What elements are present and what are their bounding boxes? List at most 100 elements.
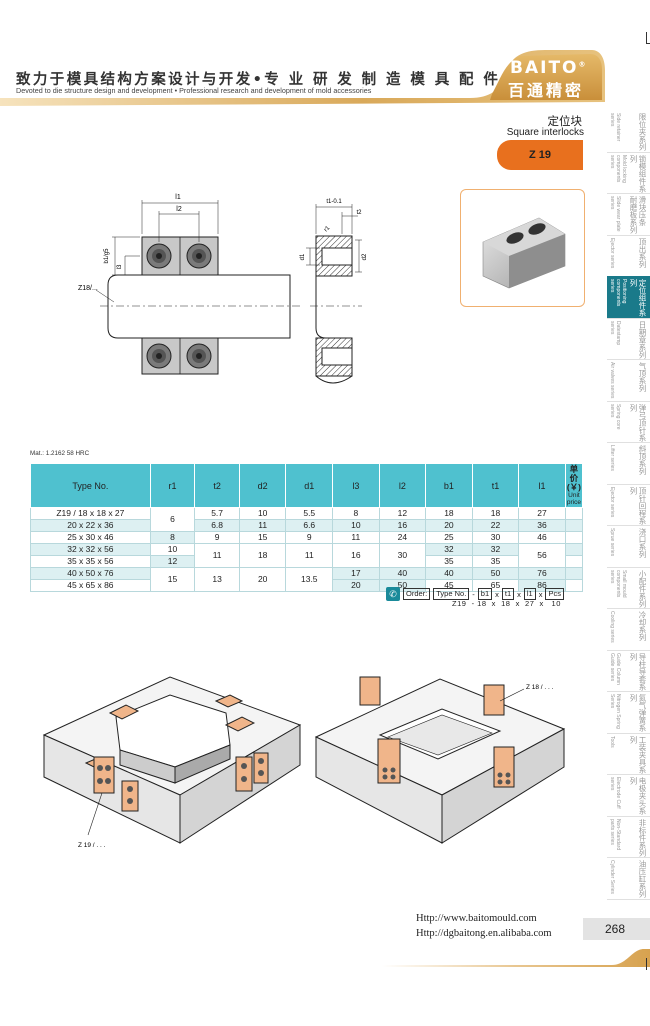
logo-cn: 百通精密 [508,81,585,100]
col-l2: l2 [378,463,427,508]
side-nav-label-en: Ejector series [609,237,615,268]
table-row: 25 x 30 x 46 8 9 15 9 11 24 25 30 46 [30,531,584,544]
dim-l3: l3 [117,264,123,269]
order-t1: t1 [501,588,515,600]
col-b1: b1 [425,463,473,508]
order-b1: b1 [477,588,493,600]
label-z18: Z18/... [78,285,98,292]
order-pcs: Pcs [545,588,564,600]
side-nav-label-en: Ejector series [609,486,615,517]
order-format: ✆ Order: Type No. - b1 x t1 x l1 x Pcs [386,587,564,601]
side-nav-item[interactable]: 冷却系列 Cooling series [607,608,650,651]
side-nav-label-cn: 冷却系列 [638,611,647,641]
assembly-illustrations: Z 19 / . . . Z 18 / . . . [42,676,566,849]
product-name-en: Square interlocks [506,127,584,138]
side-nav-item[interactable]: 顶出系列 Ejector series [607,235,650,277]
crop-mark [646,32,647,44]
price-cell [564,579,584,592]
price-cell [564,543,584,556]
technical-drawing: l1 l2 b1/g5 l3 Z18/... t1-0.1 t2 r1 d1 d… [78,194,368,384]
side-nav-label-cn: 顶针回程系列 [629,486,647,525]
side-nav-label-en: Slide wear plate series [609,196,621,232]
col-d2: d2 [238,463,287,508]
order-l1: l1 [523,588,536,600]
side-nav-label-cn: 日期章系列 [638,320,647,359]
side-nav-item[interactable]: 日期章系列 Datestamp series [607,318,650,360]
side-nav-label-en: Mold locking components series [609,154,627,183]
side-nav-item[interactable]: 氮气弹簧系列 Nitrogen Spring Series [607,691,650,734]
side-nav-label-en: Nitrogen Spring Series [609,694,621,729]
col-r1: r1 [149,463,196,508]
side-nav-label-en: Sprue series [609,528,615,557]
dim-t1: t1-0.1 [326,199,342,205]
page-number: 268 [583,918,650,940]
side-nav-item[interactable]: 工装夹具系列 Tools [607,733,650,775]
side-nav-label-cn: 斜顶系列 [638,445,647,475]
dim-t2: t2 [356,210,362,216]
product-code-badge: Z 19 [497,140,583,170]
header-decoration [0,50,605,106]
side-nav-label-en: Lifter series [609,445,615,471]
side-nav-label-en: Datestamp series [609,320,621,345]
side-nav-label-cn: 限位夹系列 [638,113,647,151]
side-nav-label-cn: 非标件系列 [638,818,647,857]
footer-url-2[interactable]: Http://dgbaitong.en.alibaba.com [416,928,552,939]
side-nav-label-cn: 油压缸系列 [638,860,647,898]
order-example: Z19 - 18 x 18 x 27 x 10 [452,599,561,608]
header-title: 致力于模具结构方案设计与开发•专 业 研 发 制 造 模 具 配 件 [16,72,501,88]
side-nav-label-cn: 顶出系列 [638,237,647,268]
side-nav-label-en: Positioning components series [609,279,627,307]
side-nav-label-cn: 弹弓顶针系列 [629,403,647,442]
side-nav-label-cn: 氮气弹簧系列 [629,694,647,732]
side-nav-label-cn: 滑块压条 耐磨板系列 [629,196,647,234]
side-nav-item[interactable]: 滑块压条 耐磨板系列 Slide wear plate series [607,193,650,236]
price-cell [564,531,584,544]
col-type: Type No. [30,463,151,508]
side-nav-label-cn: 锁模组件系列 [629,154,647,193]
side-nav-label-cn: 工装夹具系列 [629,735,647,774]
side-nav-label-cn: 导柱导套系列 [629,652,647,691]
col-t1: t1 [471,463,520,508]
price-cell [564,507,584,520]
side-nav-item[interactable]: 斜顶系列 Lifter series [607,442,650,485]
price-cell [564,567,584,580]
dim-r1: r1 [323,225,331,233]
col-l3: l3 [332,463,380,508]
table-header-row: Type No. r1 t2 d2 d1 l3 l2 b1 t1 l1 单价(￥… [30,463,584,508]
side-nav-label-en: Cooling series [609,611,615,643]
product-photo-frame [460,189,585,307]
side-nav-item[interactable]: 弹弓顶针系列 Spring core series [607,401,650,443]
footer-url-1[interactable]: Http://www.baitomould.com [416,913,537,924]
dim-d1: d1 [300,253,306,260]
side-nav-label-en: Side retainer series [609,113,621,142]
side-nav-item[interactable]: 顶针回程系列 Ejector series [607,484,650,526]
order-label: Order: [403,588,431,600]
side-nav-label-en: Small mould components series [609,569,627,598]
crop-mark [646,43,650,44]
side-nav-label-cn: 小配件系列 [638,569,647,608]
dim-d2: d2 [362,253,368,260]
side-nav-item[interactable]: 小配件系列 Small mould components series [607,567,650,609]
product-name-cn: 定位块 [547,114,583,128]
side-nav-label-en: Spring core series [609,403,621,430]
side-nav-label-en: Electrode Cuff series [609,777,621,809]
phone-icon: ✆ [386,587,400,601]
table-row: 20 x 22 x 36 6.8 11 6.6 10 16 20 22 36 [30,519,584,532]
side-nav-label-en: Tools [609,735,615,748]
table-row: 40 x 50 x 76 15 13 20 13.5 17 40 40 50 7… [30,567,584,592]
side-nav-label-cn: 定位组件系列 [629,279,647,317]
price-cell [564,519,584,532]
header-subtitle: Devoted to die structure design and deve… [16,86,372,95]
dim-l2: l2 [176,206,182,213]
side-nav-item[interactable]: 限位夹系列 Side retainer series [607,110,650,153]
logo-en: BAITO® [510,58,588,78]
